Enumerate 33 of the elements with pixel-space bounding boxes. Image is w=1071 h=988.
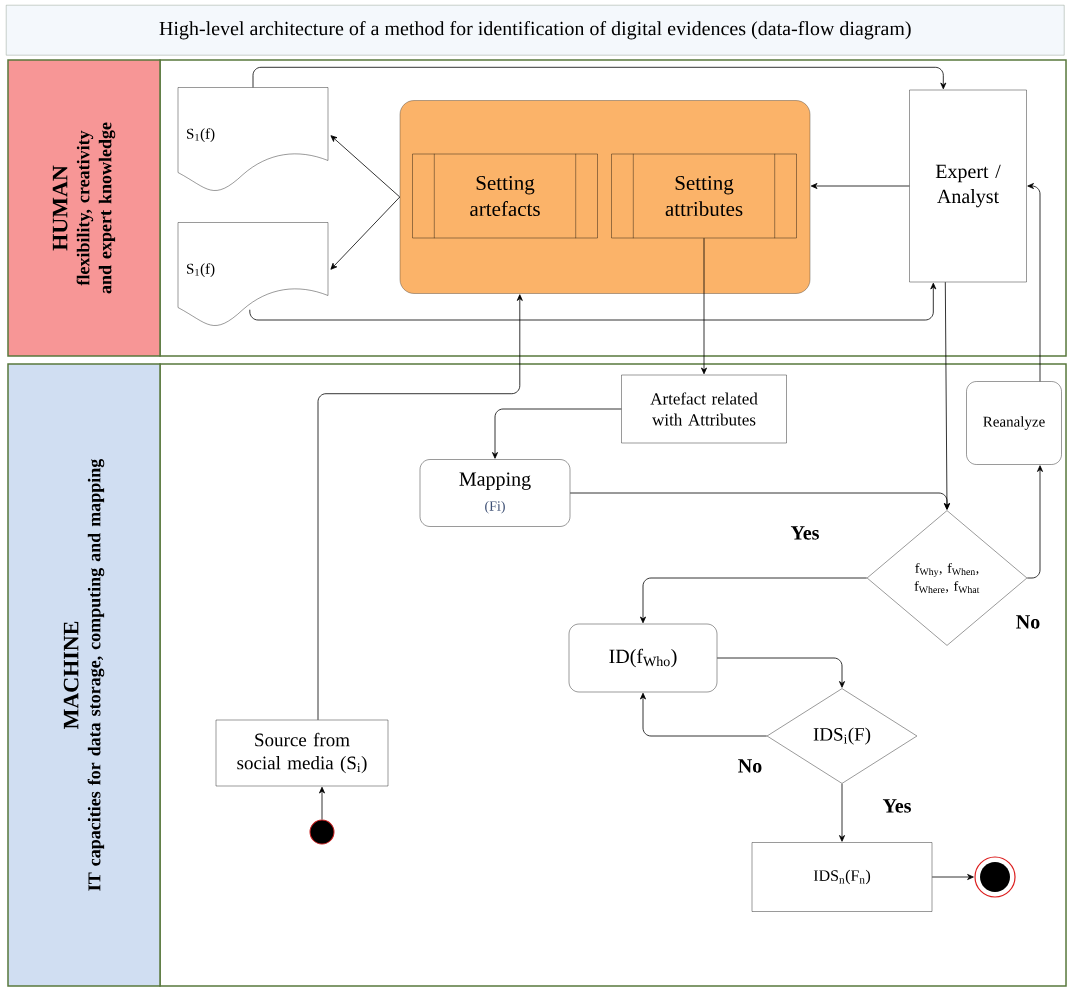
process-box: Expert / Analyst (909, 89, 1027, 283)
process-box: Artefact related with Attributes (621, 374, 787, 444)
arrow (1027, 183, 1041, 382)
rounded-process-box: Mapping (Fi) (419, 459, 571, 527)
process-box: Source from social media (S$_{i}$) (215, 719, 389, 787)
arrow (640, 577, 868, 624)
lane-label: MACHINE IT capacities for data storage, computing and mapping (7, 363, 161, 987)
arrow (931, 874, 974, 880)
arrow (330, 135, 401, 198)
predefined-process-box: Setting attributes (611, 153, 797, 239)
arrow (492, 408, 622, 459)
rounded-process-box: Reanalyze (966, 381, 1062, 465)
arrow (252, 66, 947, 90)
arrow (701, 237, 707, 375)
arrow (640, 692, 768, 737)
arrow (716, 657, 845, 688)
lane-label: HUMAN flexibility, creativity and expert knowledge (7, 59, 161, 357)
arrow (944, 281, 950, 510)
rounded-process-box: ID(f$_{Who}$) (568, 623, 718, 693)
arrow (1026, 465, 1043, 579)
edge-label: No (736, 758, 764, 774)
arrow (330, 196, 401, 270)
start-dot (309, 819, 335, 845)
arrow (839, 783, 845, 842)
arrow (810, 183, 910, 189)
predefined-process-box: Setting artefacts (412, 153, 598, 239)
process-box: IDS$_{n}$(F$_{n}$) (751, 842, 933, 912)
end-dot (974, 856, 1016, 898)
arrow (319, 786, 325, 820)
edge-label: Yes (789, 525, 821, 541)
title-box: High-level architecture of a method for identification of digital evidences (data-flow diagram) (6, 5, 1065, 56)
arrow (317, 294, 523, 721)
edge-label: Yes (881, 798, 913, 814)
